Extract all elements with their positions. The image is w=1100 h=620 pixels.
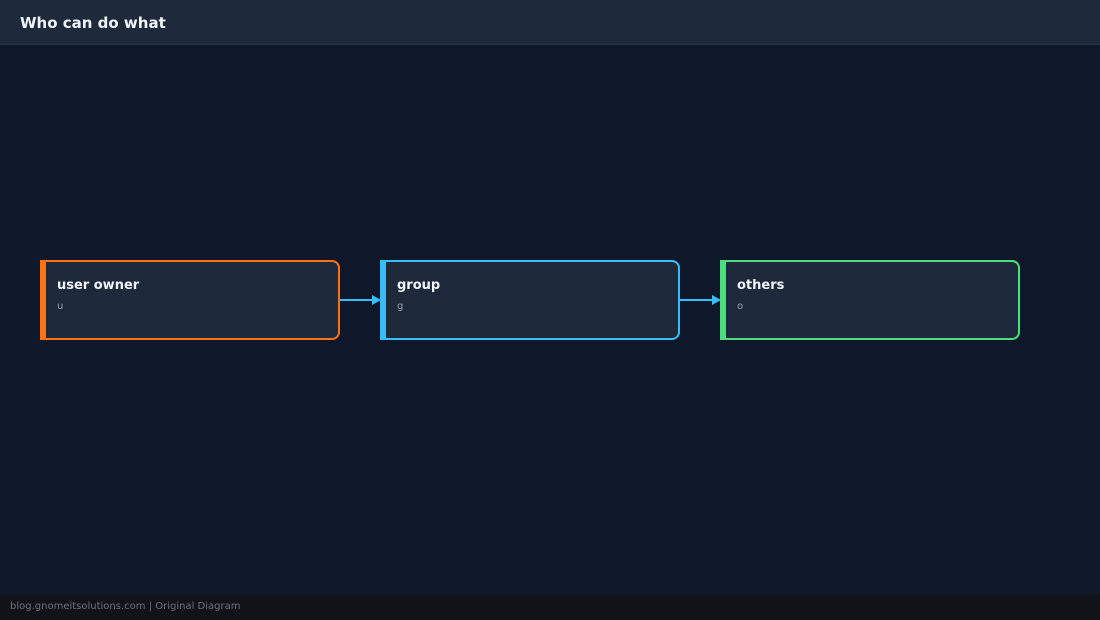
edge-group-to-others	[680, 295, 721, 305]
node-title: user owner	[57, 278, 140, 293]
node-subtitle: g	[397, 301, 404, 312]
node-title: group	[397, 278, 441, 293]
footer-bar: blog.gnomeitsolutions.com | Original Dia…	[0, 594, 1100, 620]
arrow-head-icon	[712, 295, 721, 305]
node-subtitle: o	[737, 301, 744, 312]
header-bar: Who can do what	[0, 0, 1100, 45]
connector-layer	[340, 295, 721, 305]
node-others: others o	[720, 260, 1020, 340]
diagram-canvas: user owner u group g others o	[0, 45, 1100, 594]
node-user-owner: user owner u	[40, 260, 340, 340]
node-group: group g	[380, 260, 680, 340]
arrow-head-icon	[372, 295, 381, 305]
edge-user-owner-to-group	[340, 295, 381, 305]
node-subtitle: u	[57, 301, 64, 312]
node-title: others	[737, 278, 785, 293]
page-title: Who can do what	[20, 14, 166, 32]
footer-source-text: blog.gnomeitsolutions.com | Original Dia…	[10, 601, 241, 612]
